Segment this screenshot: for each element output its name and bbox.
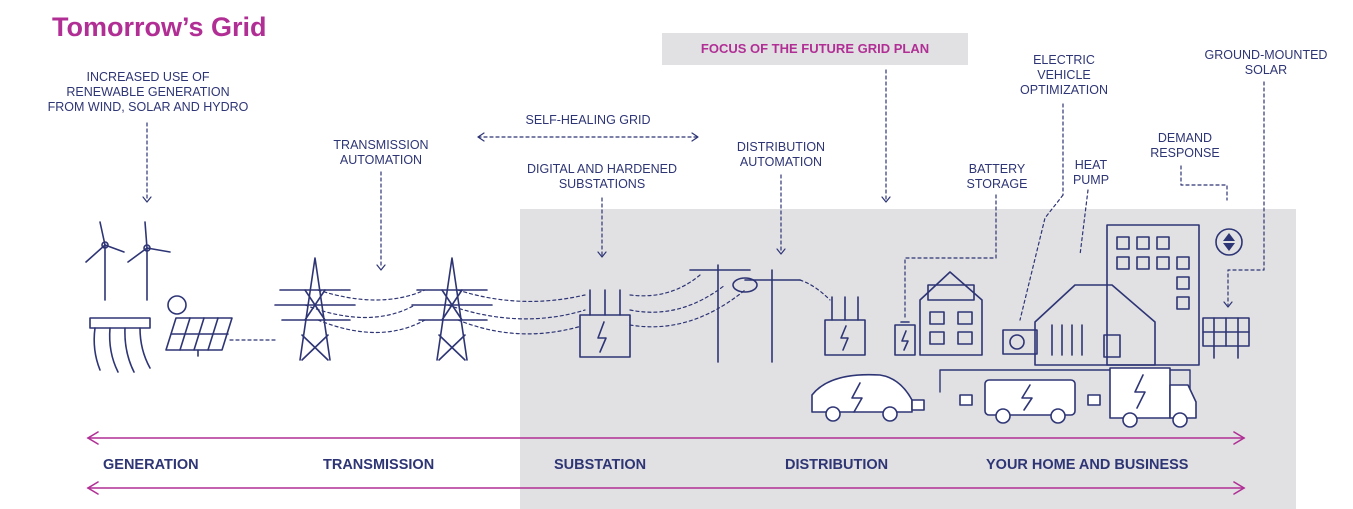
renewable-label: INCREASED USE OF RENEWABLE GENERATION FR… [28, 70, 268, 115]
label-line: SUBSTATIONS [558, 177, 646, 191]
stage-distribution: DISTRIBUTION [785, 457, 889, 473]
house-icon [919, 271, 983, 356]
label-line: AUTOMATION [739, 155, 823, 169]
electric-truck-icon [1087, 367, 1197, 428]
label-line: DIGITAL AND HARDENED [526, 162, 678, 176]
label-line: DEMAND [1157, 131, 1213, 145]
label-line: VEHICLE [1037, 68, 1091, 82]
ground-solar-icon [1202, 317, 1250, 359]
label-line: DISTRIBUTION [736, 140, 826, 154]
label-line: OPTIMIZATION [1020, 83, 1108, 97]
business-building-icon [1034, 284, 1156, 366]
distribution-automation-label: DISTRIBUTION AUTOMATION [720, 140, 842, 170]
demand-response-icon [1215, 228, 1243, 256]
stage-arrows [86, 431, 1246, 495]
heat-pump-label: HEAT PUMP [1066, 158, 1116, 188]
label-line: AUTOMATION [339, 153, 423, 167]
hydro-dam-icon [89, 317, 151, 373]
label-line: ELECTRIC [1033, 53, 1095, 67]
substations-label: DIGITAL AND HARDENED SUBSTATIONS [510, 162, 694, 192]
transmission-automation-label: TRANSMISSION AUTOMATION [320, 138, 442, 168]
label-line: SOLAR [1244, 63, 1288, 77]
battery-storage-label: BATTERY STORAGE [955, 162, 1039, 192]
page-title: Tomorrow’s Grid [52, 12, 267, 42]
stage-generation: GENERATION [103, 457, 199, 473]
label-line: FROM WIND, SOLAR AND HYDRO [47, 100, 249, 114]
electric-van-icon [959, 379, 1076, 424]
apartment-building-icon [1106, 224, 1200, 366]
wind-turbine-icon [85, 221, 171, 301]
transformer-icon [824, 296, 866, 356]
substation-icon [579, 289, 631, 358]
label-line: STORAGE [966, 177, 1028, 191]
leader-lines [146, 69, 1265, 341]
label-line: GROUND-MOUNTED [1204, 48, 1328, 62]
label-line: PUMP [1072, 173, 1110, 187]
label-line: BATTERY [968, 162, 1026, 176]
ground-solar-label: GROUND-MOUNTED SOLAR [1196, 48, 1336, 78]
label-line: RENEWABLE GENERATION [66, 85, 230, 99]
label-line: HEAT [1074, 158, 1108, 172]
transmission-tower-icon [411, 257, 493, 361]
sun-icon [167, 295, 187, 315]
focus-panel [520, 209, 1296, 509]
focus-banner: FOCUS OF THE FUTURE GRID PLAN [662, 33, 968, 65]
stage-substation: SUBSTATION [554, 457, 647, 473]
stage-home-business: YOUR HOME AND BUSINESS [986, 457, 1189, 473]
transmission-tower-icon [274, 257, 356, 361]
self-healing-label: SELF-HEALING GRID [525, 113, 651, 127]
ev-optimization-label: ELECTRIC VEHICLE OPTIMIZATION [1008, 53, 1120, 98]
solar-panel-icon [165, 317, 233, 357]
utility-pole-icon [689, 264, 801, 363]
label-line: RESPONSE [1150, 146, 1220, 160]
battery-icon [894, 321, 916, 356]
stage-transmission: TRANSMISSION [323, 457, 435, 473]
demand-response-label: DEMAND RESPONSE [1140, 131, 1230, 161]
heat-pump-icon [1002, 329, 1038, 355]
label-line: INCREASED USE OF [86, 70, 210, 84]
label-line: TRANSMISSION [333, 138, 429, 152]
electric-car-icon [811, 373, 925, 422]
